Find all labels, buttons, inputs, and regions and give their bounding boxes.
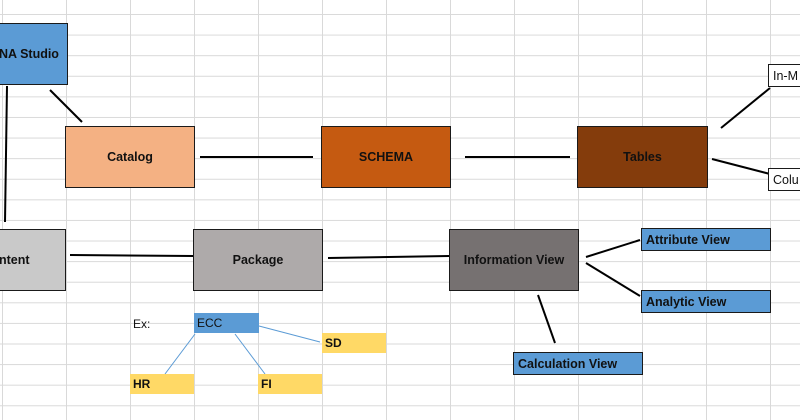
example-sub-package-sd: SD	[322, 333, 386, 353]
node-package: Package	[193, 229, 323, 291]
node-information-view: Information View	[449, 229, 579, 291]
node-schema-label: SCHEMA	[358, 150, 414, 164]
example-package-ecc-label: ECC	[197, 316, 223, 330]
example-sub-package-fi-label: FI	[261, 377, 272, 391]
node-schema: SCHEMA	[321, 126, 451, 188]
example-sub-package-fi: FI	[258, 374, 322, 394]
connector-ecc-fi	[234, 333, 266, 375]
node-attribute-view-label: Attribute View	[646, 232, 730, 247]
connector-infoview-calculation	[537, 294, 556, 344]
node-na-studio: NA Studio	[0, 23, 68, 85]
example-sub-package-hr-label: HR	[133, 377, 151, 391]
node-catalog-label: Catalog	[107, 150, 153, 164]
connector-studio-content	[4, 85, 8, 223]
node-na-studio-label: NA Studio	[0, 47, 59, 61]
node-column: Colu	[768, 168, 800, 191]
example-package-ecc: ECC	[194, 313, 259, 333]
node-catalog: Catalog	[65, 126, 195, 188]
node-attribute-view: Attribute View	[641, 228, 771, 251]
connector-content-package	[69, 254, 194, 257]
node-content-label: ntent	[0, 253, 30, 267]
connector-tables-colu	[711, 158, 771, 175]
node-calculation-view-label: Calculation View	[518, 356, 618, 371]
node-column-label: Colu	[773, 172, 799, 187]
connector-ecc-sd	[258, 325, 321, 343]
node-content: ntent	[0, 229, 66, 291]
node-tables-label: Tables	[623, 150, 662, 164]
connector-ecc-hr	[164, 333, 196, 375]
node-package-label: Package	[232, 253, 284, 267]
connector-studio-catalog	[49, 89, 83, 123]
example-prefix: Ex:	[133, 317, 150, 331]
node-analytic-view-label: Analytic View	[646, 294, 727, 309]
node-information-view-label: Information View	[463, 253, 565, 267]
node-tables: Tables	[577, 126, 708, 188]
example-sub-package-hr: HR	[130, 374, 194, 394]
connector-infoview-analytic	[585, 262, 641, 297]
example-prefix-label: Ex:	[133, 317, 151, 331]
node-in-memory: In-M	[768, 64, 800, 87]
node-calculation-view: Calculation View	[513, 352, 643, 375]
node-in-memory-label: In-M	[773, 68, 798, 83]
connector-package-infoview	[327, 255, 450, 259]
connector-tables-inm	[720, 87, 771, 129]
example-sub-package-sd-label: SD	[325, 336, 342, 350]
node-analytic-view: Analytic View	[641, 290, 771, 313]
connector-infoview-attribute	[585, 239, 641, 258]
